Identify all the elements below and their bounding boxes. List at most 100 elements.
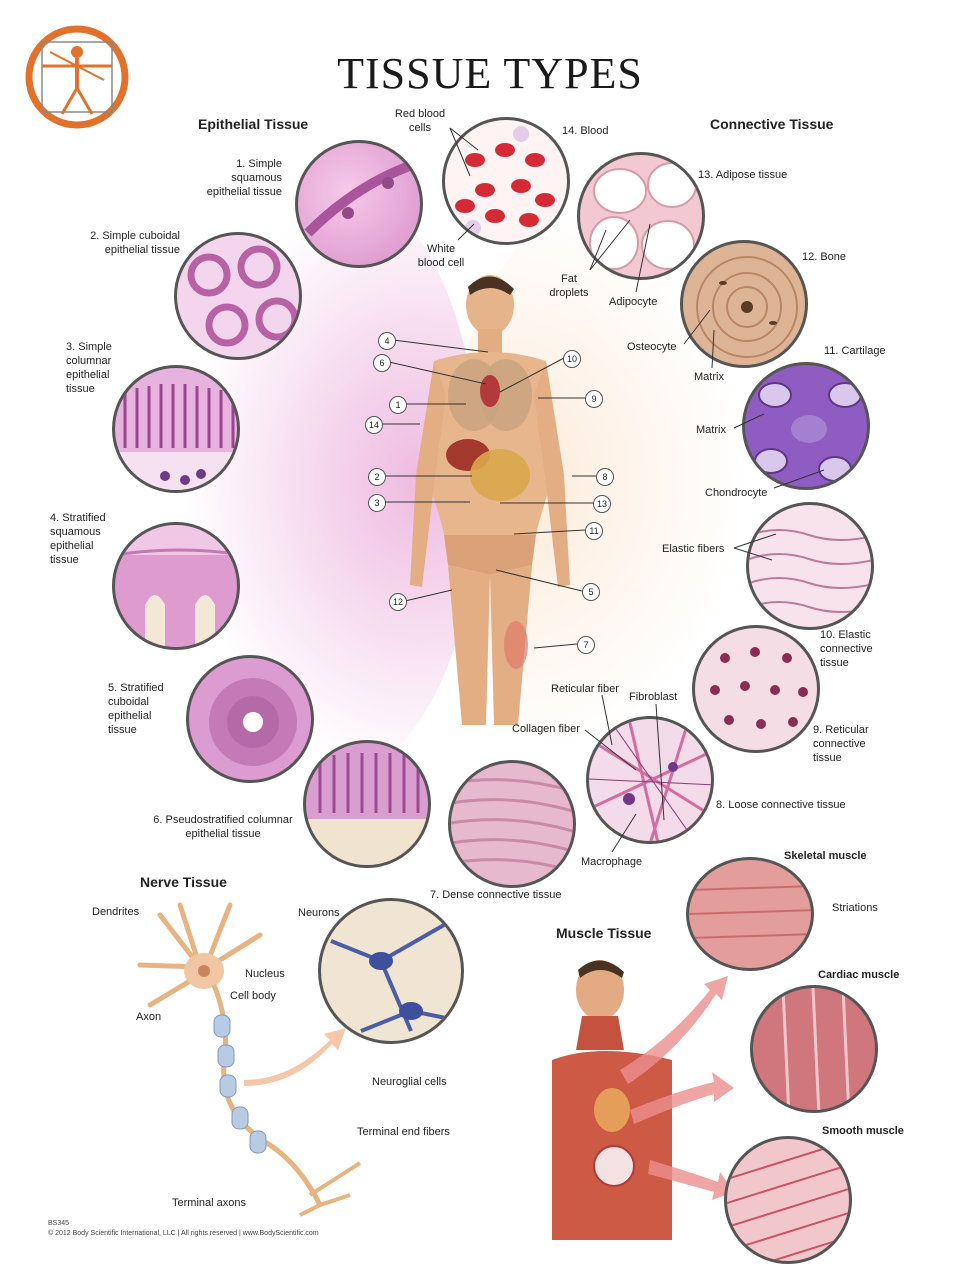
label-simple-squamous: 1. Simple squamous epithelial tissue bbox=[186, 157, 282, 199]
neuron-illustration bbox=[137, 902, 362, 1217]
label-pseudostratified: 6. Pseudostratified columnar epithelial … bbox=[143, 813, 303, 841]
smooth-muscle-circle bbox=[724, 1136, 852, 1264]
label-line: 9. Reticular bbox=[813, 724, 869, 736]
callout-2: 2 bbox=[368, 468, 386, 486]
label-line: epithelial bbox=[66, 369, 110, 381]
stratified-cuboidal-circle bbox=[186, 655, 314, 783]
footer-copyright: © 2012 Body Scientific International, LL… bbox=[48, 1230, 319, 1237]
label-simple-columnar: 3. Simple columnar epithelial tissue bbox=[66, 340, 112, 396]
bone-circle bbox=[680, 240, 808, 368]
label-line: cells bbox=[408, 122, 431, 134]
skeletal-muscle-circle bbox=[686, 857, 814, 971]
page-title: TISSUE TYPES bbox=[337, 49, 643, 98]
label-reticular-tissue: 9. Reticular connective tissue bbox=[813, 723, 869, 765]
callout-6: 6 bbox=[373, 354, 391, 372]
label-line: cuboidal bbox=[108, 696, 149, 708]
callout-5: 5 bbox=[582, 583, 600, 601]
label-line: connective bbox=[820, 643, 873, 655]
label-white-blood-cell: White blood cell bbox=[408, 242, 474, 270]
label-line: connective bbox=[813, 738, 866, 750]
label-line: epithelial tissue bbox=[206, 186, 282, 198]
label-nucleus: Nucleus bbox=[245, 968, 285, 980]
label-line: epithelial tissue bbox=[104, 244, 180, 256]
elastic-circle bbox=[746, 502, 874, 630]
label-line: 1. Simple squamous bbox=[231, 158, 282, 184]
label-fat-droplets: Fat droplets bbox=[544, 272, 594, 300]
cardiac-muscle-circle bbox=[750, 985, 878, 1113]
label-cardiac-muscle: Cardiac muscle bbox=[818, 969, 900, 981]
label-bone-matrix: Matrix bbox=[694, 371, 724, 383]
callout-7: 7 bbox=[577, 636, 595, 654]
muscle-figure bbox=[552, 960, 672, 1240]
callout-11: 11 bbox=[585, 522, 603, 540]
label-line: tissue bbox=[66, 383, 95, 395]
callout-4: 4 bbox=[378, 332, 396, 350]
label-line: blood cell bbox=[417, 257, 465, 269]
label-line: tissue bbox=[813, 752, 842, 764]
label-line: 10. Elastic bbox=[820, 629, 871, 641]
footer-code: BS345 bbox=[48, 1220, 70, 1227]
label-stratified-cuboidal: 5. Stratified cuboidal epithelial tissue bbox=[108, 681, 164, 737]
label-stratified-squamous: 4. Stratified squamous epithelial tissue bbox=[50, 511, 106, 567]
label-line: 6. Pseudostratified columnar bbox=[153, 814, 293, 826]
label-cell-body: Cell body bbox=[230, 990, 276, 1002]
section-muscle: Muscle Tissue bbox=[556, 925, 652, 941]
label-terminal-end-fibers: Terminal end fibers bbox=[357, 1126, 450, 1138]
section-nerve: Nerve Tissue bbox=[140, 874, 227, 890]
label-macrophage: Macrophage bbox=[581, 856, 643, 868]
label-cartilage-matrix: Matrix bbox=[696, 424, 726, 436]
body-figure bbox=[410, 275, 570, 725]
callout-9: 9 bbox=[585, 390, 603, 408]
section-epithelial: Epithelial Tissue bbox=[198, 116, 309, 132]
label-line: epithelial tissue bbox=[185, 828, 261, 840]
label-line: squamous bbox=[50, 526, 101, 538]
section-connective: Connective Tissue bbox=[710, 116, 834, 132]
vitruvian-logo-icon bbox=[25, 25, 129, 129]
label-fibroblast: Fibroblast bbox=[629, 691, 678, 703]
label-line: tissue bbox=[820, 657, 849, 669]
label-neurons: Neurons bbox=[298, 907, 340, 919]
label-line: Red blood bbox=[394, 108, 446, 120]
label-adipocyte: Adipocyte bbox=[609, 296, 658, 308]
label-blood: 14. Blood bbox=[562, 125, 609, 137]
callout-3: 3 bbox=[368, 494, 386, 512]
loose-connective-circle bbox=[586, 716, 714, 844]
label-neuroglial: Neuroglial cells bbox=[372, 1076, 447, 1088]
label-dense-connective: 7. Dense connective tissue bbox=[430, 889, 562, 901]
label-dendrites: Dendrites bbox=[92, 906, 140, 918]
label-striations: Striations bbox=[832, 902, 878, 914]
label-line: tissue bbox=[108, 724, 137, 736]
label-line: 2. Simple cuboidal bbox=[90, 230, 180, 242]
callout-13: 13 bbox=[593, 495, 611, 513]
label-line: 3. Simple bbox=[66, 341, 112, 353]
label-bone: 12. Bone bbox=[802, 251, 847, 263]
label-line: Fat bbox=[561, 273, 577, 285]
callout-12: 12 bbox=[389, 593, 407, 611]
label-loose-connective: 8. Loose connective tissue bbox=[716, 799, 846, 811]
label-chondrocyte: Chondrocyte bbox=[705, 487, 768, 499]
label-line: epithelial bbox=[108, 710, 152, 722]
neuron-micrograph-circle bbox=[318, 898, 464, 1044]
label-elastic-tissue: 10. Elastic connective tissue bbox=[820, 628, 873, 670]
simple-squamous-circle bbox=[295, 140, 423, 268]
label-line: epithelial bbox=[50, 540, 94, 552]
callout-10: 10 bbox=[563, 350, 581, 368]
label-smooth-muscle: Smooth muscle bbox=[822, 1125, 904, 1137]
cartilage-circle bbox=[742, 362, 870, 490]
nerve-arrow bbox=[244, 1028, 346, 1086]
label-line: 4. Stratified bbox=[50, 512, 106, 524]
label-adipose: 13. Adipose tissue bbox=[698, 169, 788, 181]
label-reticular-fiber: Reticular fiber bbox=[551, 683, 619, 695]
reticular-circle bbox=[692, 625, 820, 753]
label-line: White bbox=[426, 243, 456, 255]
label-line: tissue bbox=[50, 554, 79, 566]
label-terminal-axons: Terminal axons bbox=[172, 1197, 246, 1209]
label-osteocyte: Osteocyte bbox=[627, 341, 677, 353]
label-cartilage: 11. Cartilage bbox=[824, 345, 886, 357]
pseudostratified-circle bbox=[303, 740, 431, 868]
label-line: 5. Stratified bbox=[108, 682, 164, 694]
label-simple-cuboidal: 2. Simple cuboidal epithelial tissue bbox=[84, 229, 180, 257]
label-skeletal-muscle: Skeletal muscle bbox=[784, 850, 867, 862]
callout-1: 1 bbox=[389, 396, 407, 414]
